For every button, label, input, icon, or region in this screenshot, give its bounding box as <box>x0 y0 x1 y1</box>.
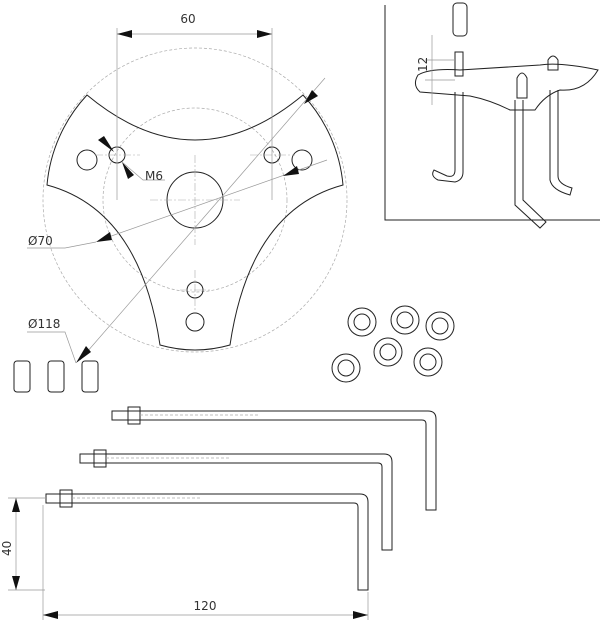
washer <box>347 307 377 337</box>
washer <box>331 353 361 383</box>
spacer-sleeve <box>81 360 99 393</box>
spacer-sleeve <box>452 2 468 37</box>
washer <box>373 337 403 367</box>
threaded-stud <box>454 51 464 77</box>
outer-bolt-circle <box>42 47 348 353</box>
mount-hole <box>76 149 98 171</box>
washer <box>425 311 455 341</box>
inner-bolt-circle <box>102 107 288 293</box>
dim-inner-diameter: Ø70 <box>28 234 53 248</box>
mount-hole <box>291 149 313 171</box>
dim-bolt-length: 120 <box>194 599 217 613</box>
dim-outer-diameter: Ø118 <box>28 317 60 331</box>
dim-hook-height: 40 <box>0 541 14 556</box>
spacer-sleeve <box>13 360 31 393</box>
mounting-plate-top-view <box>27 28 348 364</box>
cap-nut <box>516 72 528 99</box>
cap-nut <box>547 55 559 71</box>
hook-bolt <box>111 406 437 511</box>
hook-bolt <box>79 449 393 551</box>
hook-bolt <box>549 90 573 196</box>
assembly-inset-view <box>384 2 600 229</box>
dim-hole-spacing: 60 <box>180 12 195 26</box>
dim-thread: M6 <box>145 169 163 183</box>
washer <box>390 305 420 335</box>
washers <box>331 305 455 383</box>
washer <box>413 347 443 377</box>
hook-bolt <box>45 489 369 591</box>
mount-hole <box>185 312 205 332</box>
spacer-sleeve <box>47 360 65 393</box>
plate-outline <box>46 94 344 351</box>
hook-bolt <box>514 100 547 229</box>
spacer-sleeves <box>13 360 99 393</box>
hook-bolts <box>8 406 437 620</box>
hook-bolt <box>432 92 464 183</box>
plate-perspective <box>414 63 599 111</box>
dim-thread-length: 12 <box>416 57 430 72</box>
